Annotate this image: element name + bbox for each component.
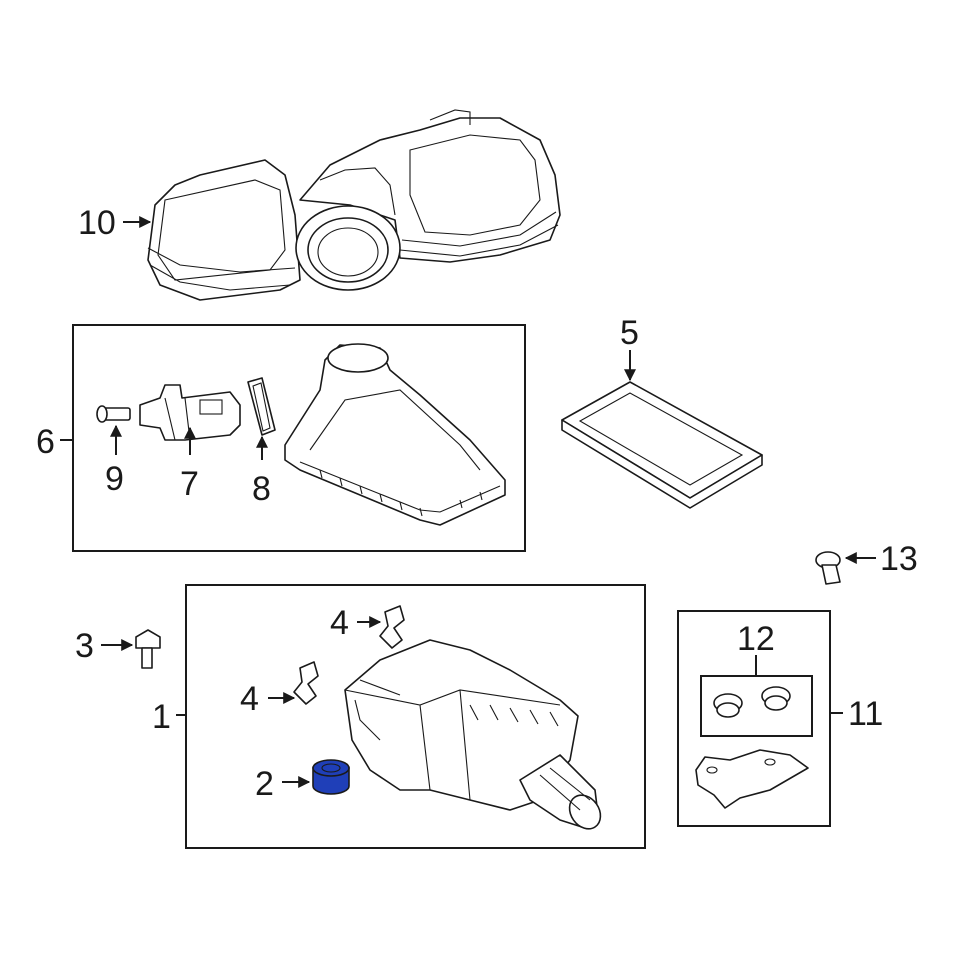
air-cleaner-cover-part-6[interactable]	[284, 343, 506, 526]
group-box-1	[185, 584, 646, 849]
callout-3: 3	[75, 627, 94, 665]
callout-13: 13	[880, 540, 918, 578]
callout-12: 12	[737, 620, 775, 658]
callout-8: 8	[252, 470, 271, 508]
bolt-part-3[interactable]	[135, 629, 161, 669]
callout-4-lower: 4	[240, 680, 259, 718]
callout-10: 10	[78, 204, 116, 242]
grommet-top	[312, 759, 350, 777]
callout-2: 2	[255, 765, 274, 803]
air-cleaner-housing-part-1[interactable]	[344, 639, 607, 835]
gasket-part-8[interactable]	[247, 377, 276, 436]
grommet-part-12-left[interactable]	[713, 693, 743, 718]
group-box-6	[72, 324, 526, 552]
callout-5: 5	[620, 314, 639, 352]
bracket-part-11[interactable]	[695, 749, 809, 809]
callout-4-upper: 4	[330, 604, 349, 642]
callout-7: 7	[180, 465, 199, 503]
bolt-part-9[interactable]	[96, 405, 131, 423]
push-clip-part-13[interactable]	[815, 551, 841, 585]
callout-11: 11	[848, 695, 883, 733]
callout-1: 1	[152, 698, 171, 736]
callout-6: 6	[36, 423, 55, 461]
clip-part-4-upper[interactable]	[379, 605, 405, 649]
grommet-part-12-right[interactable]	[761, 686, 791, 711]
air-filter-element-part-5[interactable]	[561, 381, 763, 509]
group-box-11	[677, 610, 831, 827]
callout-9: 9	[105, 460, 124, 498]
grommet-part-2[interactable]	[312, 759, 350, 795]
air-intake-duct-part-10[interactable]	[147, 109, 561, 301]
clip-part-4-lower[interactable]	[293, 661, 319, 705]
